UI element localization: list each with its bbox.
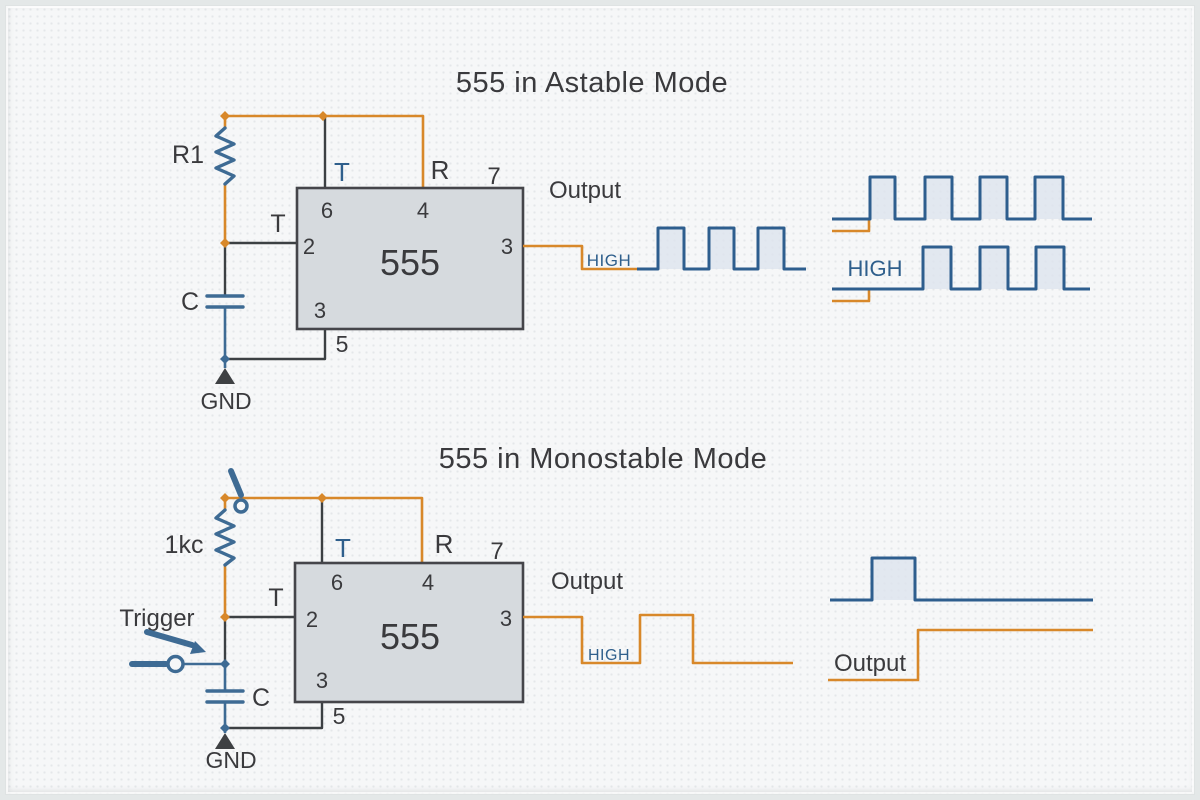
resistor-r1-label: R1: [172, 141, 204, 169]
monostable-pin5-label: 5: [333, 703, 346, 729]
monostable-supply-rail-wire: [225, 496, 424, 563]
resistor-1k: [214, 508, 236, 567]
astable-pin5-wire: [225, 329, 327, 361]
monostable-pin5-wire: [225, 702, 324, 730]
astable-gnd-label: GND: [200, 388, 251, 414]
astable-output-wire: [523, 244, 637, 271]
monostable-circuit: 555 in Monostable Mode 1kc T Trigger: [119, 443, 1093, 773]
capacitor-c-monostable: [205, 689, 245, 704]
gnd-symbol-monostable: [215, 733, 235, 749]
astable-trigger-left-label: T: [270, 210, 285, 238]
astable-pin3-label: 3: [501, 234, 513, 259]
power-switch: [228, 468, 249, 514]
astable-pin7-label: 7: [487, 163, 500, 190]
resistor-1k-label: 1kc: [165, 531, 204, 559]
monostable-pin4-label: 4: [422, 570, 434, 595]
astable-pin3-bottom-label: 3: [314, 298, 326, 323]
monostable-threshold-top-label: T: [335, 533, 351, 563]
monostable-output-label: Output: [551, 568, 623, 595]
resistor-r1: [214, 126, 236, 186]
monostable-pin2-label: 2: [306, 607, 318, 632]
monostable-cap-label: C: [252, 684, 270, 712]
astable-output-label: Output: [549, 177, 621, 204]
trigger-arrow-icon: [144, 629, 206, 654]
astable-pin4-label: 4: [417, 198, 429, 223]
astable-title: 555 in Astable Mode: [456, 67, 728, 99]
monostable-pin6-label: 6: [331, 570, 343, 595]
monostable-gnd-label: GND: [205, 747, 256, 773]
monostable-title: 555 in Monostable Mode: [439, 443, 768, 475]
astable-chip-label: 555: [380, 242, 440, 283]
astable-reset-top-label: R: [431, 155, 450, 185]
capacitor-c-astable: [205, 294, 245, 309]
astable-waveform-high: HIGH: [832, 245, 1090, 303]
monostable-output-waveform: [523, 613, 793, 665]
gnd-symbol-astable: [215, 368, 235, 384]
astable-pin5-label: 5: [336, 331, 349, 357]
astable-cap-label: C: [181, 288, 199, 316]
astable-output-waveform: [637, 226, 806, 271]
ic-555-astable: [295, 186, 525, 331]
ic-555-monostable: [293, 561, 525, 704]
monostable-pulse-waveform: [830, 556, 1093, 602]
trigger-label: Trigger: [119, 605, 194, 632]
trigger-terminal: [129, 654, 225, 674]
astable-supply-rail-wire: [225, 114, 425, 188]
monostable-pin3-bottom-label: 3: [316, 668, 328, 693]
diagram-background: [5, 5, 1195, 795]
monostable-reset-top-label: R: [435, 529, 454, 559]
monostable-pin7-label: 7: [490, 538, 503, 565]
astable-waveform-top: [832, 175, 1092, 233]
switch-lever: [228, 468, 244, 498]
astable-high-output-label: HIGH: [587, 251, 632, 270]
monostable-high-output-label: HIGH: [588, 647, 630, 664]
monostable-pin3-label: 3: [500, 606, 512, 631]
astable-pin2-label: 2: [303, 234, 315, 259]
astable-pin6-label: 6: [321, 198, 333, 223]
astable-threshold-top-label: T: [334, 157, 350, 187]
switch-contact: [233, 498, 249, 514]
astable-circuit: 555 in Astable Mode R1 T C GND 555 6 4 2…: [172, 67, 1092, 414]
monostable-output-step-waveform: Output: [828, 628, 1093, 682]
monostable-output-waveform-label: Output: [834, 650, 906, 677]
astable-high-waveform-label: HIGH: [848, 256, 903, 281]
monostable-chip-label: 555: [380, 616, 440, 657]
monostable-trigger-left-label: T: [268, 584, 283, 612]
astable-gnd-node-dot: [220, 354, 230, 364]
